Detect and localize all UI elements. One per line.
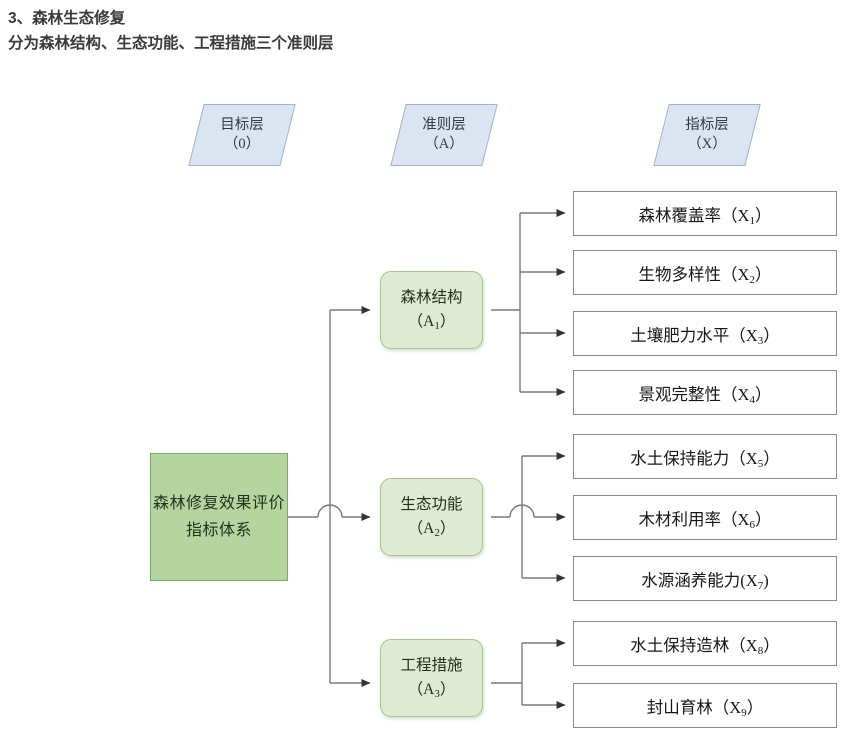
indicator-node-x9[interactable]: 封山育林（X9） — [573, 683, 837, 728]
wire-goal-hop — [317, 504, 343, 518]
indicator-node-x7-label: 水源涵养能力(X7) — [641, 570, 769, 592]
goal-layer-tag-code: （0） — [223, 136, 261, 152]
wire-a2-hop — [509, 504, 535, 518]
criterion-node-a1-code: （A1） — [407, 312, 456, 332]
criterion-layer-tag-title: 准则层 — [422, 117, 466, 133]
criterion-node-a2[interactable]: 生态功能 （A2） — [380, 478, 483, 556]
goal-node-label: 森林修复效果评价指标体系 — [152, 495, 285, 539]
page-heading: 3、森林生态修复 分为森林结构、生态功能、工程措施三个准则层 — [8, 6, 708, 56]
goal-layer-tag-title: 目标层 — [220, 117, 264, 133]
goal-node[interactable]: 森林修复效果评价指标体系 — [150, 453, 288, 581]
indicator-node-x1[interactable]: 森林覆盖率（X1） — [573, 191, 837, 236]
indicator-node-x7[interactable]: 水源涵养能力(X7) — [573, 556, 837, 601]
criterion-node-a3-code: （A3） — [407, 680, 456, 700]
criterion-node-a1[interactable]: 森林结构 （A1） — [380, 271, 483, 349]
criterion-node-a3-title: 工程措施 — [400, 656, 463, 674]
criterion-node-a2-code: （A2） — [407, 519, 456, 539]
indicator-node-x3[interactable]: 土壤肥力水平（X3） — [573, 311, 837, 356]
criterion-layer-tag: 准则层 （A） — [390, 104, 498, 166]
criterion-node-a2-title: 生态功能 — [400, 495, 463, 513]
criterion-node-a3[interactable]: 工程措施 （A3） — [380, 639, 483, 717]
indicator-node-x8-label: 水土保持造林（X8） — [630, 635, 780, 657]
indicator-layer-tag-title: 指标层 — [685, 117, 729, 133]
indicator-layer-tag-code: （X） — [687, 136, 727, 152]
indicator-node-x3-label: 土壤肥力水平（X3） — [630, 325, 780, 347]
indicator-layer-tag: 指标层 （X） — [653, 104, 761, 166]
heading-line-2: 分为森林结构、生态功能、工程措施三个准则层 — [8, 35, 334, 52]
indicator-node-x6-label: 木材利用率（X6） — [638, 509, 772, 531]
indicator-node-x2[interactable]: 生物多样性（X2） — [573, 250, 837, 295]
indicator-node-x9-label: 封山育林（X9） — [646, 697, 764, 719]
indicator-node-x5[interactable]: 水土保持能力（X5） — [573, 434, 837, 479]
indicator-node-x2-label: 生物多样性（X2） — [638, 264, 772, 286]
indicator-node-x4[interactable]: 景观完整性（X4） — [573, 370, 837, 415]
indicator-node-x5-label: 水土保持能力（X5） — [630, 448, 780, 470]
goal-layer-tag: 目标层 （0） — [188, 104, 296, 166]
indicator-node-x8[interactable]: 水土保持造林（X8） — [573, 621, 837, 666]
heading-line-1: 3、森林生态修复 — [8, 10, 126, 27]
indicator-node-x1-label: 森林覆盖率（X1） — [638, 205, 772, 227]
criterion-node-a1-title: 森林结构 — [400, 288, 463, 306]
indicator-node-x6[interactable]: 木材利用率（X6） — [573, 495, 837, 540]
indicator-node-x4-label: 景观完整性（X4） — [638, 384, 772, 406]
criterion-layer-tag-code: （A） — [424, 136, 464, 152]
